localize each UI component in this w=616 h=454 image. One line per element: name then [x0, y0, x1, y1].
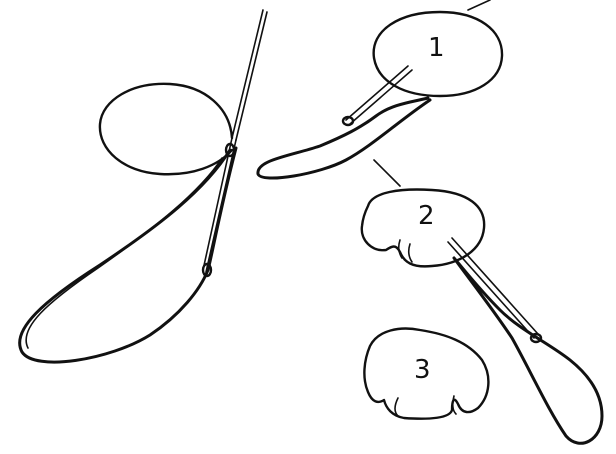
thread-loop-1 [256, 96, 432, 180]
step-3-figure: 3 [363, 327, 490, 420]
bead-large [98, 82, 234, 176]
step-2-label: 2 [418, 201, 435, 231]
step-1-label: 1 [428, 33, 445, 63]
step-1-figure: 1 [256, 0, 504, 180]
thread-loop-2 [452, 256, 604, 445]
needle-icon [447, 237, 539, 339]
knot-mark [224, 142, 236, 158]
large-loop-figure [18, 9, 268, 364]
needle-icon [202, 9, 268, 273]
step-3-label: 3 [414, 355, 431, 385]
knot-mark [201, 262, 213, 278]
knot-mark [529, 332, 543, 344]
knot-mark [341, 115, 355, 127]
bead-1 [372, 10, 504, 98]
thread-loop-large [18, 146, 238, 364]
needle-icon [345, 65, 413, 125]
step-2-figure: 2 [360, 159, 604, 445]
bead-2 [360, 188, 486, 268]
